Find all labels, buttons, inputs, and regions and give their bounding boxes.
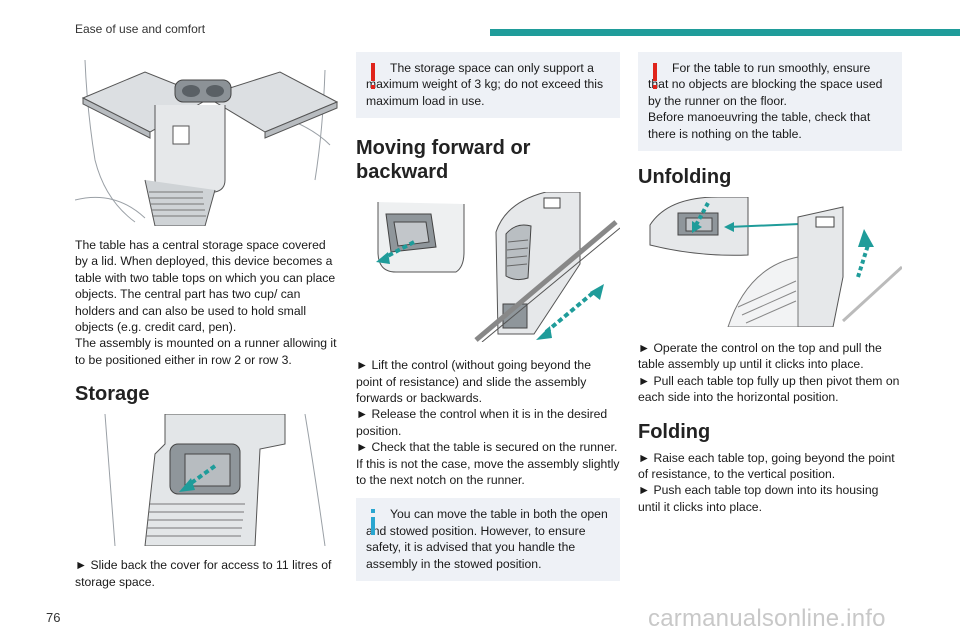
table-deployed-illustration — [74, 59, 339, 227]
moving-step-1: ► Lift the control (without going beyond… — [356, 358, 591, 406]
moving-heading: Moving forward or backward — [356, 137, 531, 184]
header-accent-bar — [490, 29, 960, 36]
storage-illustration — [104, 413, 326, 547]
moving-step-2: ► Release the control when it is in the … — [356, 407, 608, 438]
intro-paragraph-2: The assembly is mounted on a runner allo… — [75, 336, 337, 367]
column-2: The storage space can only support a max… — [356, 52, 621, 582]
warning-note-text-2: Before manoeuvring the table, check that… — [648, 110, 871, 141]
column-1: The table has a central storage space co… — [74, 50, 339, 590]
moving-illustration — [376, 191, 621, 343]
warning-note-text-1: For the table to run smoothly, ensure th… — [648, 61, 883, 108]
unfolding-heading: Unfolding — [638, 166, 732, 189]
folding-step-2: ► Push each table top down into its hous… — [638, 483, 879, 514]
column-3: For the table to run smoothly, ensure th… — [638, 52, 904, 515]
intro-paragraph-1: The table has a central storage space co… — [75, 238, 336, 335]
unfolding-illustration — [649, 196, 904, 328]
info-note-text: You can move the table in both the open … — [366, 507, 608, 571]
warning-note-runner: For the table to run smoothly, ensure th… — [638, 52, 902, 152]
storage-heading: Storage — [75, 383, 150, 406]
info-note: You can move the table in both the open … — [356, 498, 620, 582]
warning-note-text: The storage space can only support a max… — [366, 61, 604, 108]
info-icon — [371, 509, 375, 536]
moving-step-3: ► Check that the table is secured on the… — [356, 440, 620, 488]
unfolding-step-2: ► Pull each table top fully up then pivo… — [638, 373, 900, 405]
watermark: carmanualsonline.info — [648, 605, 886, 632]
warning-note-storage: The storage space can only support a max… — [356, 52, 620, 119]
page-number: 76 — [46, 610, 61, 625]
header-title: Ease of use and comfort — [75, 22, 206, 36]
unfolding-step-1: ► Operate the control on the top and pul… — [638, 341, 882, 372]
warning-icon — [653, 63, 657, 89]
warning-icon — [371, 63, 375, 89]
storage-text: ► Slide back the cover for access to 11 … — [75, 558, 332, 589]
folding-heading: Folding — [638, 420, 711, 443]
folding-step-1: ► Raise each table top, going beyond the… — [638, 450, 895, 482]
